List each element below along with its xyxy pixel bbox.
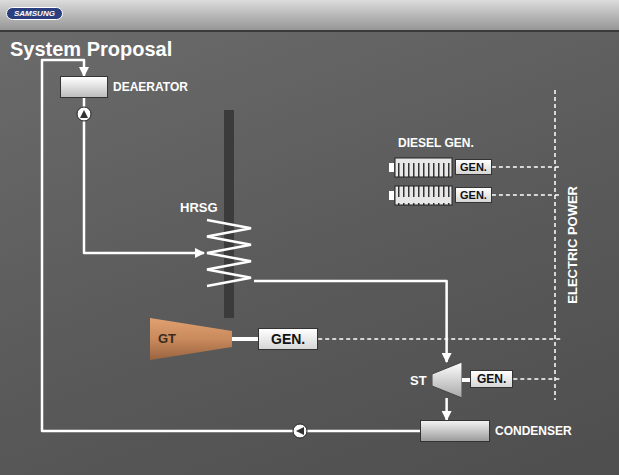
pipe-connector <box>462 378 470 382</box>
pump-symbol <box>293 424 307 438</box>
turbine-body <box>432 362 462 398</box>
power-line <box>513 378 561 380</box>
node-text: ELECTRIC POWER <box>565 186 580 304</box>
pipe-connector <box>445 398 448 420</box>
top-bar <box>0 0 619 30</box>
heat-exchanger-coil <box>204 217 254 289</box>
turbine-body <box>150 318 232 360</box>
power-line <box>318 338 561 340</box>
generator-box: GEN. <box>455 187 492 203</box>
node-text: GEN. <box>460 161 487 173</box>
slide-title: System Proposal <box>10 38 172 61</box>
node-text: GT <box>150 318 176 360</box>
deaerator: DEAERATOR <box>60 76 188 98</box>
node-text: DEAERATOR <box>113 80 188 94</box>
bar-rule <box>0 30 619 32</box>
generator-box: GEN. <box>258 328 318 350</box>
pump-symbol <box>77 107 91 121</box>
node-text: GEN. <box>477 372 506 386</box>
node-text: HRSG <box>180 200 218 215</box>
company-logo: SAMSUNG <box>6 7 63 20</box>
generator-box: GEN. <box>470 370 513 388</box>
vessel-shape <box>420 420 490 442</box>
pipe-connector <box>42 60 420 431</box>
turbine-shape <box>432 362 462 398</box>
steam-turbine: ST <box>410 362 462 398</box>
power-line <box>492 194 561 196</box>
pipe-connector <box>254 281 447 362</box>
electric-power-bus: ELECTRIC POWER <box>561 95 583 395</box>
vessel-shape <box>60 76 108 98</box>
electric-bus <box>554 90 556 400</box>
condenser: CONDENSER <box>420 420 572 442</box>
generator-box: GEN. <box>455 159 492 175</box>
group-label: DIESEL GEN. <box>398 136 474 150</box>
pipe-connector <box>232 337 258 341</box>
diesel-engine <box>389 186 452 205</box>
hrsg-stack <box>224 110 234 318</box>
gas-turbine: GT <box>150 318 232 360</box>
pipe-connector <box>84 98 204 253</box>
coil-winding <box>207 220 251 286</box>
hrsg: HRSG <box>180 200 254 289</box>
node-text: ST <box>410 373 427 388</box>
diesel-engine <box>389 158 452 177</box>
node-text: GEN. <box>271 331 305 347</box>
power-line <box>492 166 561 168</box>
node-text: CONDENSER <box>495 424 572 438</box>
node-text: GEN. <box>460 189 487 201</box>
